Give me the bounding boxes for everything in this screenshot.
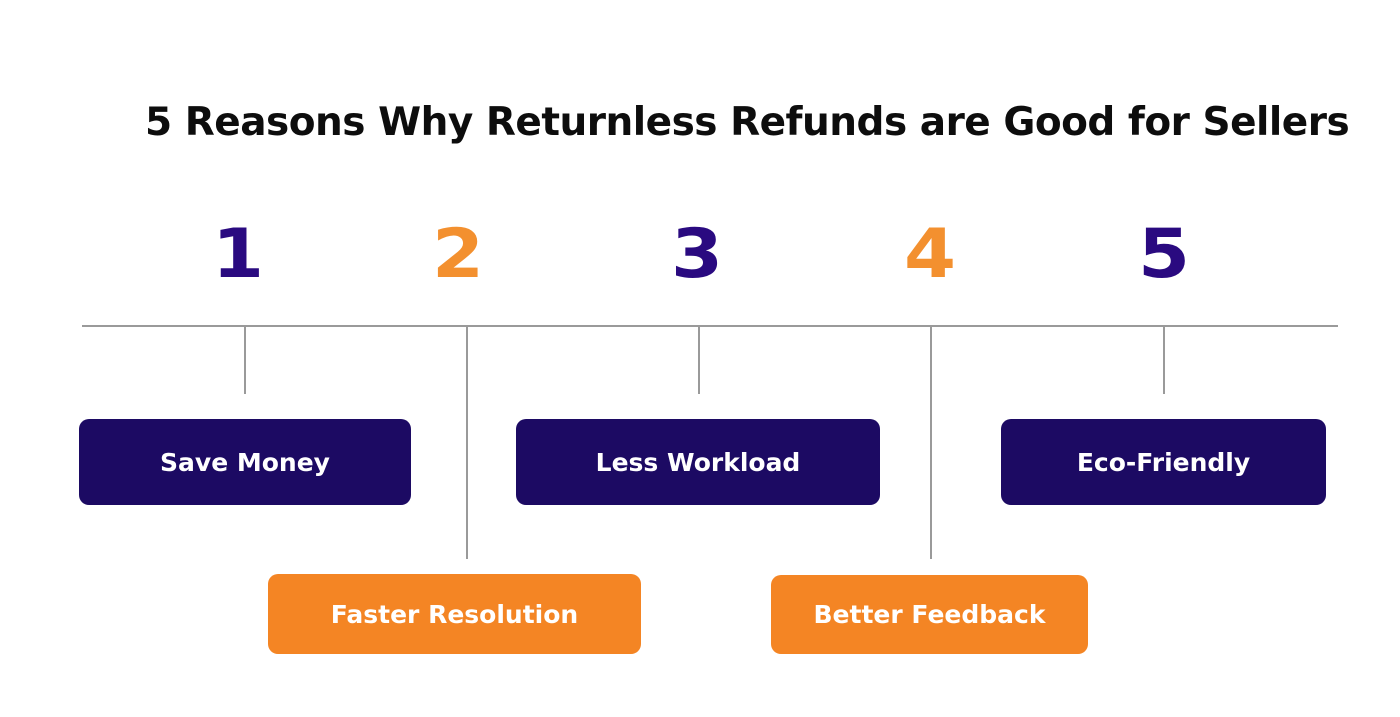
- number-4: 4: [903, 215, 957, 294]
- number-2: 2: [431, 215, 485, 294]
- reason-box-faster-resolution: Faster Resolution: [268, 574, 641, 654]
- connector-1: [244, 326, 246, 394]
- reason-box-less-workload: Less Workload: [516, 419, 880, 505]
- reason-box-save-money: Save Money: [79, 419, 411, 505]
- reason-label: Faster Resolution: [330, 599, 579, 629]
- reason-label: Eco-Friendly: [1076, 447, 1251, 477]
- reason-label: Less Workload: [595, 447, 801, 477]
- connector-2: [466, 326, 468, 559]
- reason-box-better-feedback: Better Feedback: [771, 575, 1088, 654]
- reason-box-eco-friendly: Eco-Friendly: [1001, 419, 1326, 505]
- reason-label: Save Money: [160, 447, 330, 477]
- connector-4: [930, 326, 932, 559]
- number-5: 5: [1137, 215, 1191, 294]
- reason-label: Better Feedback: [813, 600, 1046, 629]
- number-1: 1: [211, 215, 265, 294]
- connector-5: [1163, 326, 1165, 394]
- number-3: 3: [670, 215, 724, 294]
- page-title: 5 Reasons Why Returnless Refunds are Goo…: [145, 100, 1350, 145]
- timeline-line: [82, 325, 1338, 327]
- connector-3: [698, 326, 700, 394]
